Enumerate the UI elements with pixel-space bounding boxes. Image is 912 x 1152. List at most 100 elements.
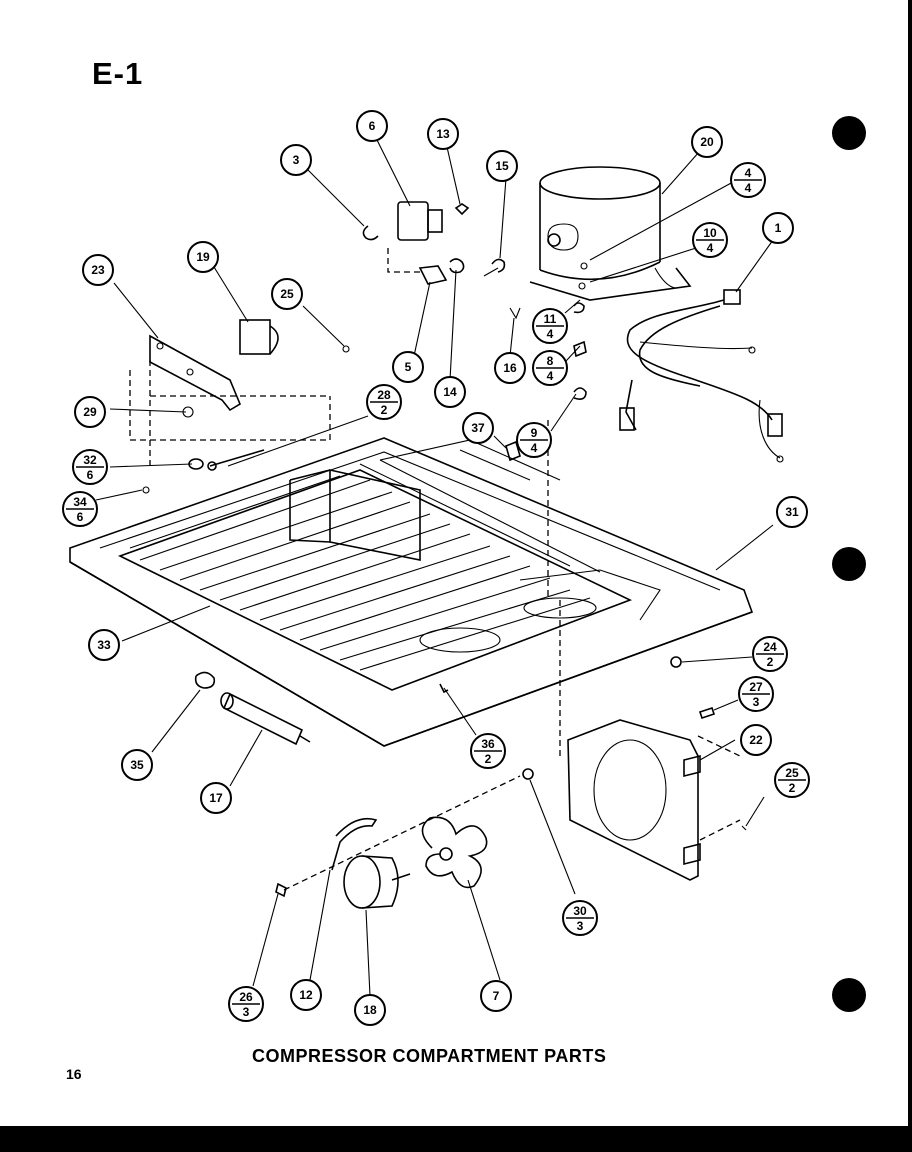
callout-circle — [74, 396, 106, 428]
callout-12: 12 — [290, 979, 322, 1011]
callout-number: 35 — [130, 758, 144, 772]
callout-circle — [280, 144, 312, 176]
callout-circle — [740, 724, 772, 756]
punch-hole-bottom — [832, 978, 866, 1012]
callout-number: 31 — [785, 505, 799, 519]
callout-circle — [494, 352, 526, 384]
callout-circle — [88, 629, 120, 661]
callout-circle — [762, 212, 794, 244]
callout-circle — [434, 376, 466, 408]
callout-number: 24 — [763, 640, 777, 654]
punch-hole-top — [832, 116, 866, 150]
callout-number: 13 — [436, 127, 450, 141]
callout-16: 16 — [494, 352, 526, 384]
callout-circle — [354, 994, 386, 1026]
callout-number: 10 — [703, 226, 717, 240]
callout-circle — [356, 110, 388, 142]
callout-circle — [290, 979, 322, 1011]
callout-quantity: 4 — [707, 241, 714, 255]
callout-3: 3 — [280, 144, 312, 176]
callout-24: 242 — [752, 636, 788, 672]
callout-quantity: 2 — [789, 781, 796, 795]
callout-number: 8 — [547, 354, 554, 368]
fan-shroud-drawing — [522, 719, 747, 881]
callout-quantity: 2 — [485, 752, 492, 766]
callout-number: 15 — [495, 159, 509, 173]
callout-number: 33 — [97, 638, 111, 652]
page-number: 16 — [66, 1066, 82, 1082]
leader-lines — [95, 137, 774, 997]
callout-number: 9 — [531, 426, 538, 440]
callout-circle — [392, 351, 424, 383]
callout-circle — [271, 278, 303, 310]
callout-number: 7 — [493, 989, 500, 1003]
callout-quantity: 6 — [77, 510, 84, 524]
callout-18: 18 — [354, 994, 386, 1026]
callout-number: 25 — [785, 766, 799, 780]
callout-35: 35 — [121, 749, 153, 781]
callout-14: 14 — [434, 376, 466, 408]
callout-quantity: 4 — [745, 181, 752, 195]
callout-30: 303 — [562, 900, 598, 936]
callout-number: 37 — [471, 421, 485, 435]
callout-number: 29 — [83, 405, 97, 419]
callout-number: 12 — [299, 988, 313, 1002]
callout-circle — [691, 126, 723, 158]
callout-number: 19 — [196, 250, 210, 264]
callout-quantity: 2 — [767, 655, 774, 669]
callout-circle — [486, 150, 518, 182]
callout-number: 14 — [443, 385, 457, 399]
wire-harness-drawing — [619, 289, 784, 463]
callout-36: 362 — [470, 733, 506, 769]
callout-number: 23 — [91, 263, 105, 277]
scan-edge-right — [908, 0, 912, 1152]
callout-circle — [776, 496, 808, 528]
scan-edge-bottom — [0, 1126, 912, 1152]
callout-6: 6 — [356, 110, 388, 142]
callout-circle — [187, 241, 219, 273]
callout-number: 26 — [239, 990, 253, 1004]
callout-23: 23 — [82, 254, 114, 286]
callout-number: 1 — [775, 221, 782, 235]
callout-number: 28 — [377, 388, 391, 402]
callout-circle — [427, 118, 459, 150]
callout-number: 20 — [700, 135, 714, 149]
callout-25a: 25 — [271, 278, 303, 310]
callout-number: 5 — [405, 360, 412, 374]
callout-10: 104 — [692, 222, 728, 258]
callout-number: 27 — [749, 680, 763, 694]
callout-number: 6 — [369, 119, 376, 133]
fan-motor-drawing — [275, 775, 521, 909]
callout-number: 3 — [293, 153, 300, 167]
callout-circle — [82, 254, 114, 286]
callout-quantity: 2 — [381, 403, 388, 417]
callout-37: 37 — [462, 412, 494, 444]
punch-hole-middle — [832, 547, 866, 581]
callout-circle — [480, 980, 512, 1012]
callout-31: 31 — [776, 496, 808, 528]
callout-quantity: 3 — [243, 1005, 250, 1019]
callout-number: 34 — [73, 495, 87, 509]
callout-number: 17 — [209, 791, 223, 805]
page-tag: E-1 — [92, 56, 144, 91]
drier-drawing — [194, 671, 311, 746]
callout-number: 16 — [503, 361, 517, 375]
callout-28: 282 — [366, 384, 402, 420]
callout-29: 29 — [74, 396, 106, 428]
callout-number: 32 — [83, 453, 97, 467]
callout-quantity: 3 — [577, 919, 584, 933]
callout-13: 13 — [427, 118, 459, 150]
callout-number: 11 — [544, 312, 557, 326]
callout-circle — [200, 782, 232, 814]
compressor-drawing — [529, 166, 692, 301]
callout-quantity: 4 — [547, 369, 554, 383]
callout-circle — [121, 749, 153, 781]
callout-19: 19 — [187, 241, 219, 273]
callout-number: 36 — [481, 737, 495, 751]
callout-number: 4 — [745, 166, 752, 180]
callout-4: 44 — [730, 162, 766, 198]
callout-quantity: 4 — [531, 441, 538, 455]
